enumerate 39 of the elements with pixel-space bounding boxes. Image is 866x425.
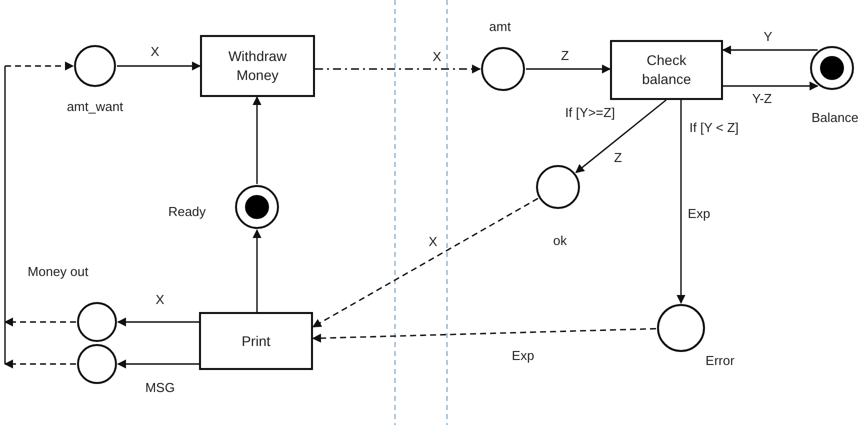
place-label: Ready — [167, 204, 207, 220]
place-circle — [657, 304, 705, 352]
place-label: amt — [488, 19, 512, 35]
place-label: MSG — [144, 380, 176, 396]
arrow — [117, 360, 199, 368]
place-label: Balance — [810, 110, 860, 126]
place-circle — [77, 344, 117, 384]
arrow — [676, 100, 686, 304]
arrow — [4, 360, 76, 368]
guard-label: If [Y < Z] — [688, 120, 740, 136]
arrow — [315, 64, 481, 74]
guard-label: If [Y>=Z] — [564, 105, 616, 121]
marked-place-circle — [810, 46, 854, 90]
arrow — [575, 99, 667, 174]
arrow — [723, 82, 819, 90]
arrow — [252, 229, 262, 312]
arrow — [312, 198, 538, 328]
arrow — [526, 64, 611, 74]
edge-label: Exp — [686, 206, 712, 222]
place-label: amt_want — [66, 99, 124, 115]
edge-label: Exp — [510, 348, 536, 364]
arrow — [722, 46, 818, 54]
arrow — [252, 96, 262, 184]
arrow — [117, 318, 199, 326]
marked-place-circle — [235, 185, 279, 229]
arrow — [312, 328, 656, 343]
transition-box: Check balance — [610, 40, 723, 100]
place-label: Error — [704, 353, 736, 369]
transition-box: Print — [199, 312, 313, 370]
arrow — [4, 318, 76, 326]
place-circle — [481, 47, 525, 91]
transition-box: Withdraw Money — [200, 35, 315, 97]
place-label: ok — [552, 233, 568, 249]
place-label: Money out — [26, 264, 90, 280]
arrow — [5, 62, 74, 70]
place-circle — [536, 165, 580, 209]
arrow — [117, 62, 201, 70]
place-circle — [77, 302, 117, 342]
place-circle — [74, 45, 116, 87]
